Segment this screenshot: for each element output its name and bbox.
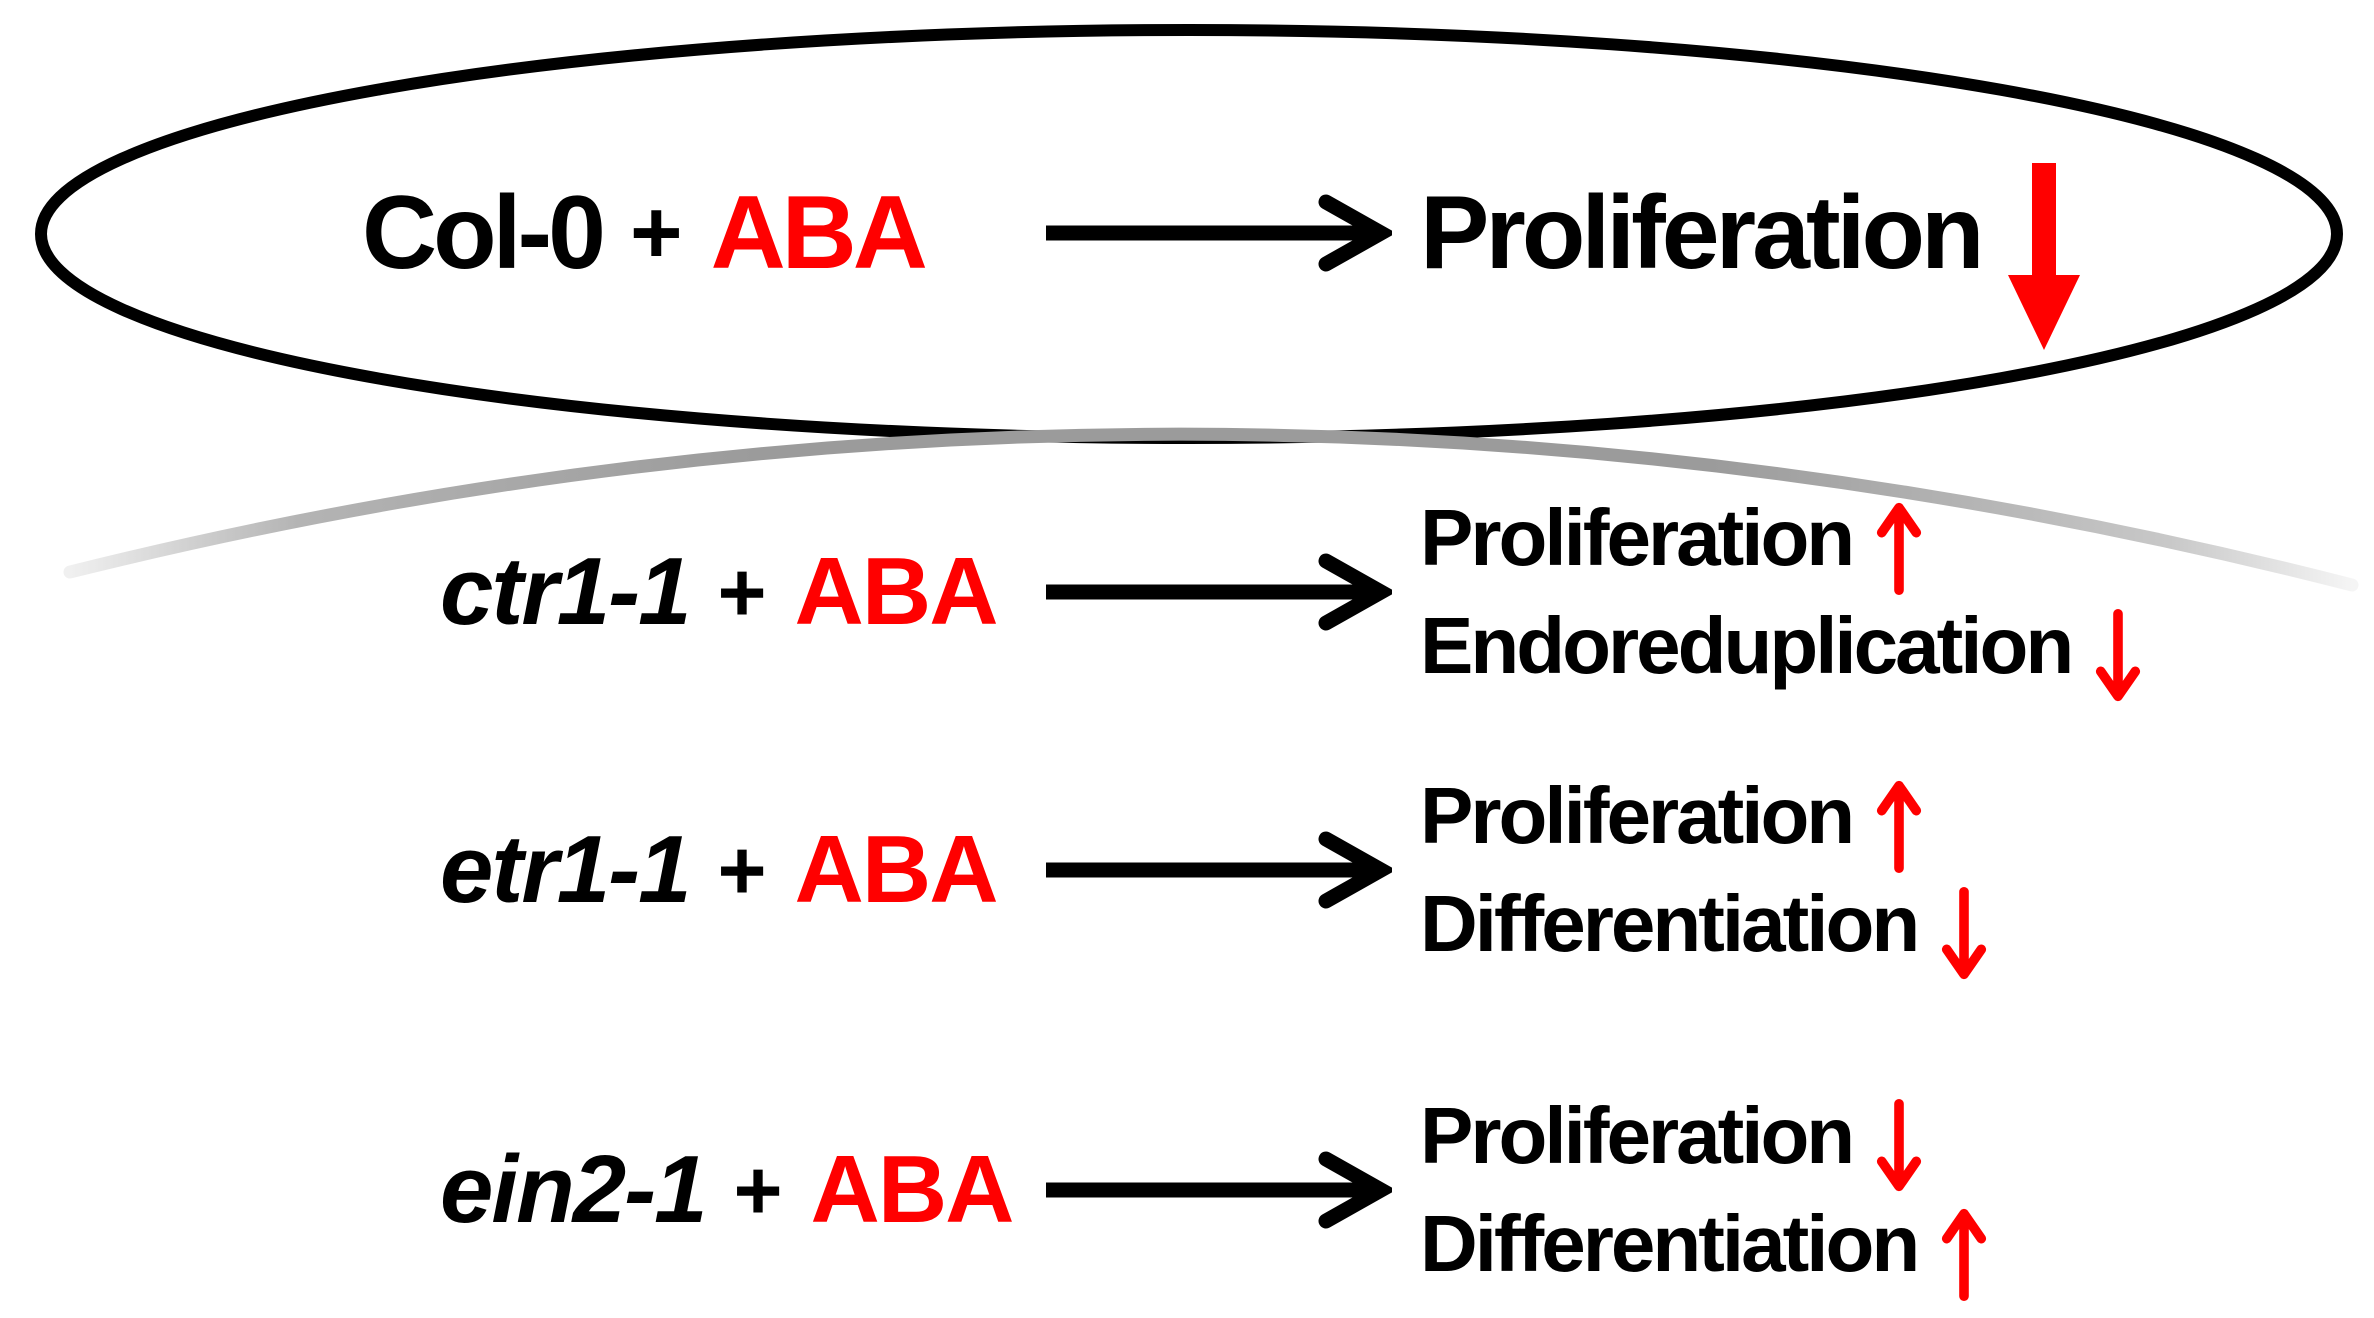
- outcome-line: Differentiation: [1420, 1190, 1987, 1302]
- outcome-line: Proliferation: [1420, 484, 1922, 596]
- genotype-label: etr1-1: [440, 816, 691, 923]
- mutant-input-group: ctr1-1 + ABA: [440, 538, 999, 645]
- outcome-line: Endoreduplication: [1420, 592, 2141, 702]
- right-arrow-icon: [1046, 194, 1392, 272]
- arc-line: [63, 427, 2359, 592]
- outcome-line: Differentiation: [1420, 870, 1987, 980]
- treatment-label: ABA: [710, 175, 928, 291]
- right-arrow-icon: [1046, 553, 1392, 631]
- mutant-input-group: ein2-1 + ABA: [440, 1136, 1015, 1243]
- outcome-label: Proliferation: [1420, 771, 1855, 860]
- outcome-label: Endoreduplication: [1420, 601, 2074, 690]
- outcome-label: Proliferation: [1420, 1091, 1855, 1180]
- treatment-label: ABA: [794, 816, 999, 923]
- flow-arrow: [1040, 1145, 1392, 1235]
- plus-sign: +: [630, 183, 683, 283]
- down-arrow-icon: [2096, 608, 2141, 702]
- right-arrow-icon: [1046, 1151, 1392, 1229]
- block-down-arrow-icon: [2007, 163, 2080, 350]
- plus-sign: +: [717, 823, 767, 917]
- down-arrow-icon: [1877, 1098, 1922, 1192]
- plus-sign: +: [733, 1143, 783, 1237]
- mutant-input-group: etr1-1 + ABA: [440, 816, 999, 923]
- outcome-list: Proliferation Differentiation: [1420, 1082, 1987, 1302]
- outcome-label: Differentiation: [1420, 1199, 1920, 1288]
- outcome-list: Proliferation Endoreduplication: [1420, 484, 2141, 702]
- flow-arrow: [1040, 825, 1392, 915]
- down-arrow-icon: [1942, 886, 1987, 980]
- wildtype-outcome: Proliferation: [1420, 139, 2081, 350]
- flow-arrow: [1040, 188, 1392, 278]
- up-arrow-icon: [1942, 1208, 1987, 1302]
- outcome-label: Proliferation: [1420, 175, 1985, 291]
- outcome-list: Proliferation Differentiation: [1420, 762, 1987, 980]
- genotype-label: ctr1-1: [440, 538, 691, 645]
- up-arrow-icon: [1877, 502, 1922, 596]
- flow-arrow: [1040, 547, 1392, 637]
- wildtype-input-group: Col-0 + ABA: [362, 175, 928, 291]
- plus-sign: +: [717, 545, 767, 639]
- treatment-label: ABA: [794, 538, 999, 645]
- genotype-label: Col-0: [362, 175, 606, 291]
- outcome-label: Differentiation: [1420, 879, 1920, 968]
- genotype-label: ein2-1: [440, 1136, 707, 1243]
- outcome-label: Proliferation: [1420, 493, 1855, 582]
- outcome-line: Proliferation: [1420, 762, 1922, 874]
- up-arrow-icon: [1877, 780, 1922, 874]
- treatment-label: ABA: [810, 1136, 1015, 1243]
- right-arrow-icon: [1046, 831, 1392, 909]
- outcome-line: Proliferation: [1420, 1082, 1922, 1192]
